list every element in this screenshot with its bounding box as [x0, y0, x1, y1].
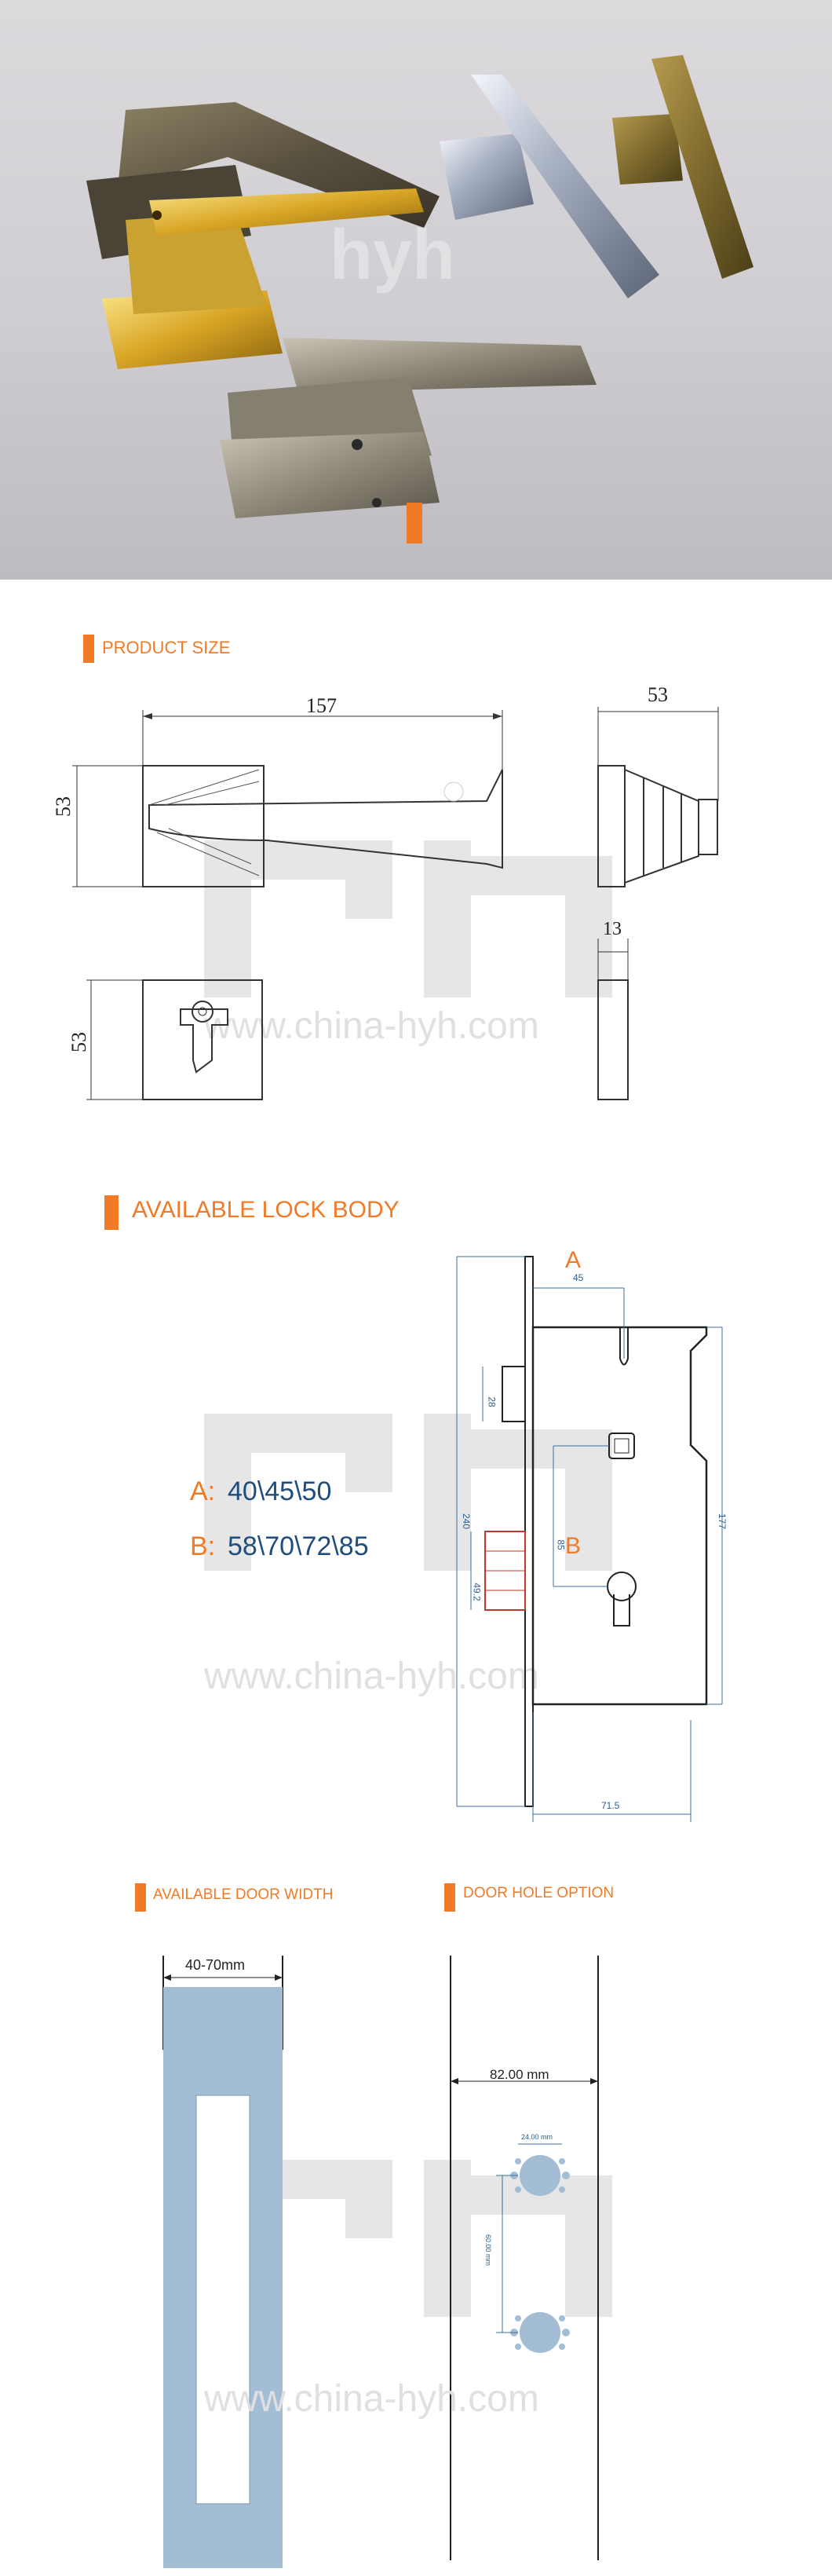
dim-side-width: 53: [648, 683, 668, 706]
watermark-logo: [204, 1414, 612, 1571]
section-marker: [83, 635, 94, 663]
hole-spacing: 82.00 mm: [490, 2067, 549, 2082]
svg-text:hyh: hyh: [330, 216, 455, 295]
watermark-url: www.china-hyh.com: [203, 1656, 539, 1697]
section-title-lock-body: AVAILABLE LOCK BODY: [132, 1197, 400, 1223]
lock-body-drawing: www.china-hyh.com: [203, 1256, 723, 1822]
dim-240: 240: [461, 1513, 473, 1530]
option-a-values: 40\45\50: [228, 1476, 332, 1506]
option-b-label: B:: [190, 1531, 216, 1561]
section-title-door-width: AVAILABLE DOOR WIDTH: [153, 1886, 334, 1903]
hole-diameter: 24.00 mm: [521, 2133, 553, 2141]
dim-length: 157: [306, 694, 337, 717]
dim-177: 177: [717, 1513, 728, 1530]
door-width-range: 40-70mm: [185, 1957, 246, 1973]
dim-28: 28: [486, 1396, 498, 1407]
section-title-product-size: PRODUCT SIZE: [102, 638, 231, 657]
option-b-values: 58\70\72\85: [228, 1531, 369, 1561]
product-size-drawing: www.china-hyh.com: [72, 707, 719, 1100]
handles-illustration: hyh: [86, 55, 754, 543]
section-marker: [444, 1883, 455, 1912]
dim-height-front: 53: [52, 796, 75, 817]
watermark-url: www.china-hyh.com: [203, 2378, 539, 2420]
hole-vertical: 60.00 mm: [484, 2234, 493, 2267]
section-marker: [135, 1883, 146, 1912]
dim-45: 45: [573, 1272, 584, 1283]
watermark-logo: [204, 840, 612, 997]
dim-thickness: 13: [603, 919, 622, 939]
dim-rose-height: 53: [68, 1032, 90, 1052]
product-photo: hyh: [0, 0, 832, 580]
option-a-label: A:: [190, 1476, 216, 1506]
marker-a: A: [565, 1247, 582, 1273]
door-drawings: www.china-hyh.com: [162, 1956, 612, 2568]
section-title-door-hole: DOOR HOLE OPTION: [463, 1885, 615, 1901]
dim-71-5: 71.5: [601, 1800, 620, 1811]
watermark-url: www.china-hyh.com: [203, 1005, 539, 1047]
marker-b: B: [565, 1533, 582, 1559]
dim-49-2: 49.2: [471, 1583, 483, 1601]
section-marker: [104, 1195, 119, 1230]
